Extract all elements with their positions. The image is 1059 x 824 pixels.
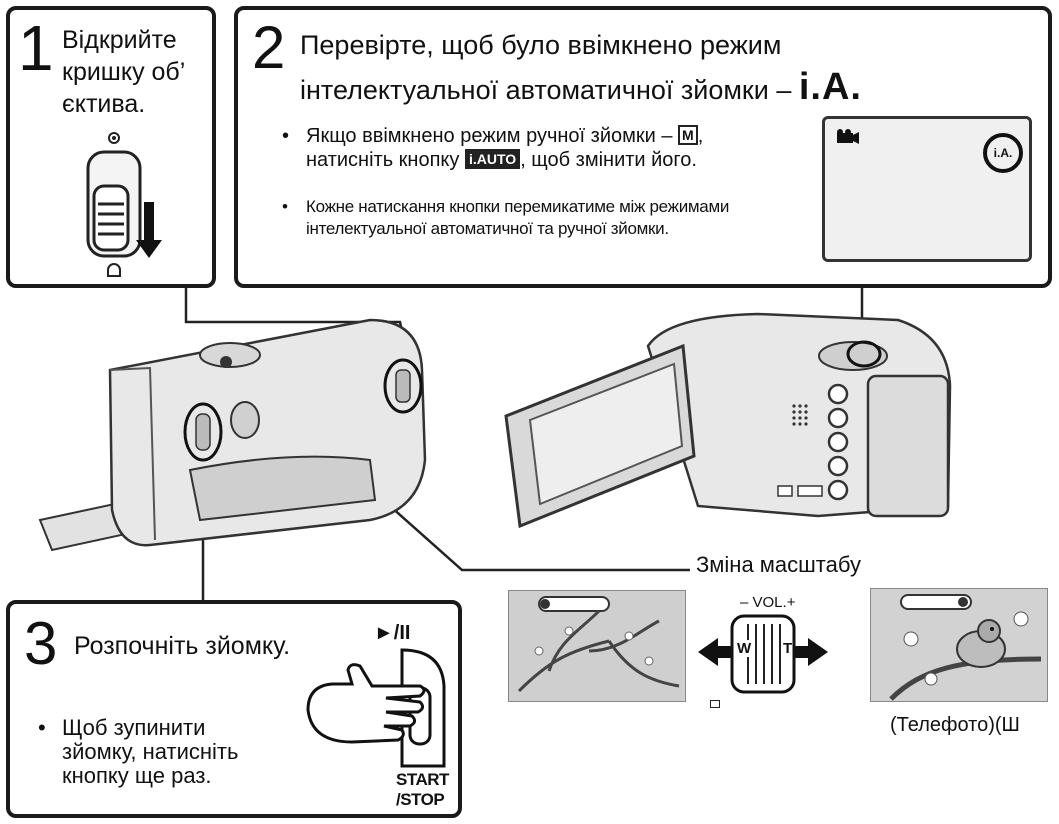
- manual-mode-icon: M: [678, 125, 698, 145]
- step3-bullet-line3: кнопку ще раз.: [62, 763, 212, 788]
- step2-bullet1-line2-prefix: натисніть кнопку: [306, 149, 460, 171]
- switch-knob[interactable]: [92, 184, 130, 252]
- lcd-preview: i.A.: [822, 116, 1032, 262]
- step3-bullet-line2: зйомку, натисніть: [62, 739, 239, 764]
- iauto-button-location: [846, 340, 882, 368]
- step2-title-line2: інтелектуальної автоматичної зйомки – i.…: [300, 66, 862, 109]
- step3-bullet: Щоб зупинити зйомку, натисніть кнопку ще…: [38, 715, 239, 788]
- step2-bullet1: Якщо ввімкнено режим ручної зйомки – M , …: [282, 124, 704, 172]
- step2-title-line1: Перевірте, щоб було ввімкнено режим: [300, 30, 782, 60]
- vol-label: – VOL.+: [740, 594, 796, 611]
- step3-bullet-line1: Щоб зупинити: [62, 715, 206, 740]
- stop-label: /STOP: [396, 790, 445, 809]
- ia-mode-label: i.A.: [798, 66, 862, 108]
- iauto-button-icon: i.AUTO: [464, 149, 521, 169]
- zoom-wide-small-icon: [710, 700, 720, 708]
- lens-cover-switch: [86, 132, 162, 277]
- step1-text-line2: кришку об’: [62, 58, 186, 86]
- start-label: START: [396, 770, 449, 789]
- step2-bullet1-line1: Якщо ввімкнено режим ручної зйомки – M,: [306, 125, 704, 147]
- lcd-ia-badge: i.A.: [983, 133, 1023, 173]
- wide-scene-image: [508, 590, 686, 702]
- lens-closed-icon: [107, 263, 121, 277]
- zoom-w-label: W: [737, 640, 752, 657]
- zoom-title: Зміна масштабу: [696, 552, 861, 577]
- play-pause-label: ►/II: [374, 622, 411, 644]
- start-stop-location: [183, 402, 223, 462]
- step1-text-line3: єктива.: [62, 90, 146, 118]
- telephoto-label: (Телефото)(Ш: [890, 714, 1020, 736]
- step3-number: 3: [24, 610, 58, 677]
- step2-bullet1-line1-text: Якщо ввімкнено режим ручної зйомки –: [306, 125, 673, 147]
- arrow-right-icon: [794, 638, 828, 666]
- hand-icon: [306, 663, 426, 744]
- zoom-lever[interactable]: [698, 610, 828, 710]
- arrow-left-icon: [698, 638, 732, 666]
- hand-pressing-start-button: [306, 648, 446, 768]
- step1-box: 1 Відкрийте кришку об’ єктива.: [6, 6, 216, 288]
- step2-title-line2-text: інтелектуальної автоматичної зйомки –: [300, 75, 792, 105]
- lcd-ia-text: i.A.: [993, 146, 1013, 160]
- lens-cover-location: [383, 358, 423, 414]
- step3-title: Розпочніть зйомку.: [74, 632, 291, 660]
- step1-number: 1: [18, 12, 54, 84]
- step2-number: 2: [252, 14, 286, 81]
- step2-box: 2 Перевірте, щоб було ввімкнено режим ін…: [234, 6, 1052, 288]
- step2-bullet2: Кожне натискання кнопки перемикатиме між…: [282, 196, 730, 240]
- step2-bullet2-line2: інтелектуальної автоматичної та ручної з…: [306, 219, 669, 238]
- camcorder-lcd-open-illustration: [504, 312, 952, 529]
- tele-scene-image: [870, 588, 1048, 702]
- step1-text-line1: Відкрийте: [62, 26, 177, 54]
- step3-box: 3 Розпочніть зйомку. Щоб зупинити зйомку…: [6, 600, 462, 818]
- step2-bullet2-line1: Кожне натискання кнопки перемикатиме між…: [306, 197, 730, 216]
- step2-bullet1-line2-suffix: , щоб змінити його.: [520, 149, 697, 171]
- arrow-down-icon: [136, 202, 162, 258]
- lens-open-icon: [108, 132, 120, 144]
- camcorder-side-illustration: [38, 318, 427, 552]
- zoom-t-label: T: [783, 640, 793, 657]
- step2-bullet1-line2: натисніть кнопку i.AUTO, щоб змінити йог…: [306, 148, 703, 172]
- video-camera-icon: [837, 129, 859, 144]
